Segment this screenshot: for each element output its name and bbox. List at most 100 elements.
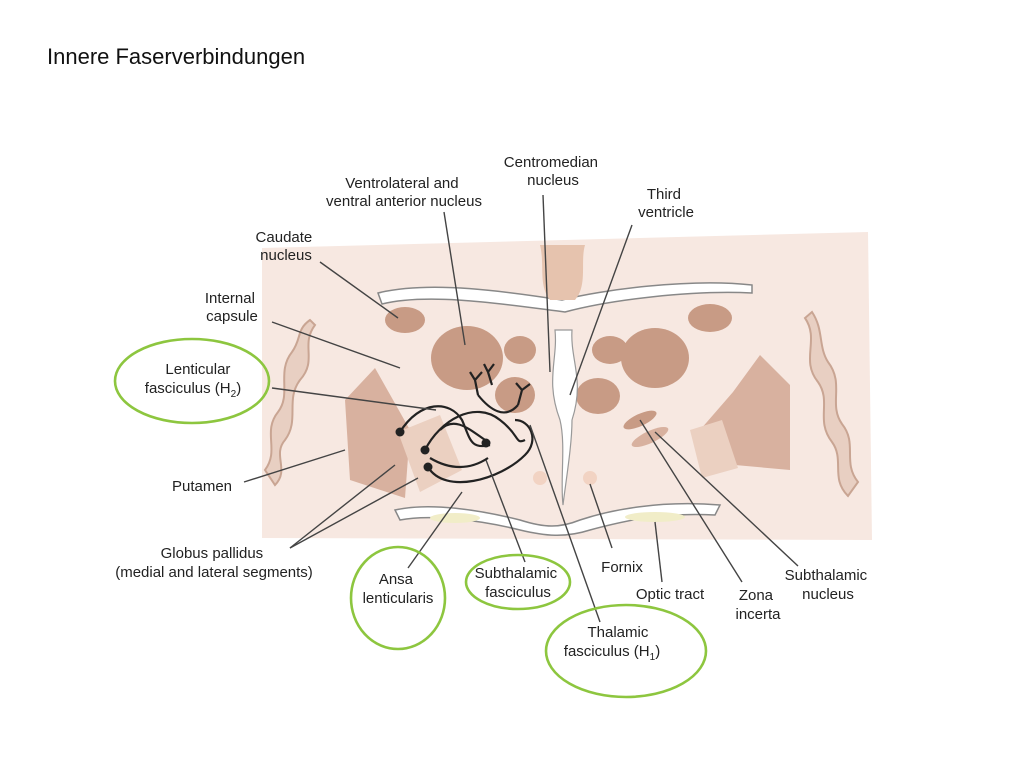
- label-lenticular-line2: fasciculus (H: [145, 380, 231, 397]
- leader-centromedian: [542, 194, 551, 373]
- label-ventrolateral: Ventrolateral and ventral anterior nucle…: [326, 175, 482, 210]
- label-lenticular-fasciculus: Lenticular fasciculus (H2): [145, 361, 241, 400]
- caudate-left: [385, 307, 425, 333]
- leader-ventrolateral: [443, 211, 466, 346]
- ventrolateral-nucleus-left: [431, 326, 503, 390]
- lenticular-fasciculus-fiber: [399, 405, 491, 448]
- fiber-branch-3: [515, 382, 531, 406]
- label-internal-capsule-line1: Internal: [205, 290, 255, 307]
- leader-thalamic-fasc: [529, 424, 601, 623]
- label-centromedian: Centromedian nucleus: [504, 154, 602, 189]
- left-cortex-strip: [263, 318, 317, 487]
- right-cortex-strip: [803, 310, 860, 498]
- highlight-thalamic-fasciculus: [544, 603, 708, 699]
- label-thalamic-line1: Thalamic: [587, 624, 648, 641]
- labels: Ventrolateral and ventral anterior nucle…: [115, 154, 872, 663]
- label-subthalamic-nucleus: Subthalamic nucleus: [785, 567, 872, 603]
- leader-subthalamic-fasc: [485, 459, 526, 563]
- label-ventrolateral-line2: ventral anterior nucleus: [326, 193, 482, 210]
- globus-pallidus-right: [690, 420, 738, 478]
- label-lenticular-close: ): [236, 380, 241, 397]
- leader-subthalamic-nucleus: [654, 431, 799, 567]
- medial-nucleus-left: [504, 336, 536, 364]
- label-third-ventricle: Third ventricle: [638, 186, 694, 221]
- tissue-illustration: [262, 232, 872, 540]
- fiber-dot-4: [481, 438, 491, 448]
- label-subthalamic-fasciculus: Subthalamic fasciculus: [475, 565, 562, 601]
- optic-tract-right: [625, 512, 685, 522]
- label-subthalamic-fasc-line2: fasciculus: [485, 584, 551, 601]
- page-title: Innere Faserverbindungen: [47, 44, 306, 69]
- thalamus-right-lower: [576, 378, 620, 414]
- leader-lenticular: [271, 387, 437, 411]
- fiber-pathways: [399, 363, 534, 484]
- medial-nucleus-right: [592, 336, 628, 364]
- third-ventricle: [552, 329, 578, 506]
- lateral-ventricle: [377, 282, 753, 313]
- caudate-right: [688, 304, 732, 332]
- leader-internal-capsule: [271, 321, 401, 369]
- label-ansa-line2: lenticularis: [363, 590, 434, 607]
- label-thalamic-line2: fasciculus (H: [564, 643, 650, 660]
- label-zona-incerta: Zona incerta: [735, 587, 781, 623]
- thalamus-left-lower: [495, 377, 535, 413]
- leader-fornix: [589, 483, 613, 549]
- label-zona-line1: Zona: [739, 587, 774, 604]
- ansa-lenticularis-fiber: [427, 418, 534, 484]
- label-internal-capsule-line2: capsule: [206, 308, 258, 325]
- label-subthalamic-nuc-line1: Subthalamic: [785, 567, 868, 584]
- highlight-rings: [113, 337, 708, 699]
- fiber-branch-1: [469, 371, 483, 396]
- leader-ansa: [407, 491, 463, 569]
- septum-top: [540, 245, 585, 300]
- label-caudate: Caudate nucleus: [256, 229, 317, 264]
- highlight-subthalamic-fasciculus: [464, 553, 572, 611]
- label-ventrolateral-line1: Ventrolateral and: [345, 175, 458, 192]
- optic-tract-left: [430, 513, 480, 523]
- label-ansa-line1: Ansa: [379, 571, 414, 588]
- label-zona-line2: incerta: [735, 606, 781, 623]
- globus-pallidus-left: [398, 415, 462, 492]
- label-third-ventricle-line1: Third: [647, 186, 681, 203]
- label-putamen: Putamen: [172, 478, 232, 495]
- label-thalamic-close: ): [655, 643, 660, 660]
- fornix-dot-right: [583, 471, 597, 485]
- highlight-ansa-lenticularis: [349, 545, 447, 651]
- label-subthalamic-nuc-line2: nucleus: [802, 586, 854, 603]
- label-fornix: Fornix: [601, 559, 643, 576]
- leader-zona-incerta: [639, 419, 743, 583]
- leader-third-ventricle: [569, 224, 633, 396]
- label-globus-line1: Globus pallidus: [161, 545, 264, 562]
- leader-putamen: [243, 449, 346, 483]
- fiber-dot-1: [395, 427, 405, 437]
- highlight-lenticular-fasciculus: [113, 337, 271, 425]
- leader-caudate: [319, 261, 399, 319]
- label-third-ventricle-line2: ventricle: [638, 204, 694, 221]
- label-thalamic-sub: 1: [650, 652, 656, 663]
- label-ansa: Ansa lenticularis: [363, 571, 434, 607]
- label-caudate-line1: Caudate: [256, 229, 313, 246]
- leader-globus-2: [289, 477, 419, 549]
- fiber-dot-3: [423, 462, 433, 472]
- label-internal-capsule: Internal capsule: [205, 290, 259, 325]
- fiber-branch-2: [483, 363, 495, 386]
- label-subthalamic-fasc-line1: Subthalamic: [475, 565, 558, 582]
- fornix-dot-left: [533, 471, 547, 485]
- fiber-ascend: [477, 394, 519, 414]
- label-lenticular-line1: Lenticular: [165, 361, 230, 378]
- label-lenticular-sub: 2: [231, 389, 237, 400]
- fiber-terminal-dots: [395, 427, 491, 472]
- leader-globus-1: [289, 464, 396, 549]
- label-centromedian-line2: nucleus: [527, 172, 579, 189]
- label-globus-line2: (medial and lateral segments): [115, 564, 313, 581]
- label-globus-pallidus: Globus pallidus (medial and lateral segm…: [115, 545, 313, 581]
- label-caudate-line2: nucleus: [260, 247, 312, 264]
- pallidal-loop-fiber: [429, 422, 489, 468]
- label-optic-tract: Optic tract: [636, 586, 705, 603]
- label-thalamic-fasciculus: Thalamic fasciculus (H1): [564, 624, 660, 663]
- ventrolateral-nucleus-right: [621, 328, 689, 388]
- label-centromedian-line1: Centromedian: [504, 154, 598, 171]
- leader-optic: [654, 521, 663, 583]
- leader-lines: [243, 194, 799, 623]
